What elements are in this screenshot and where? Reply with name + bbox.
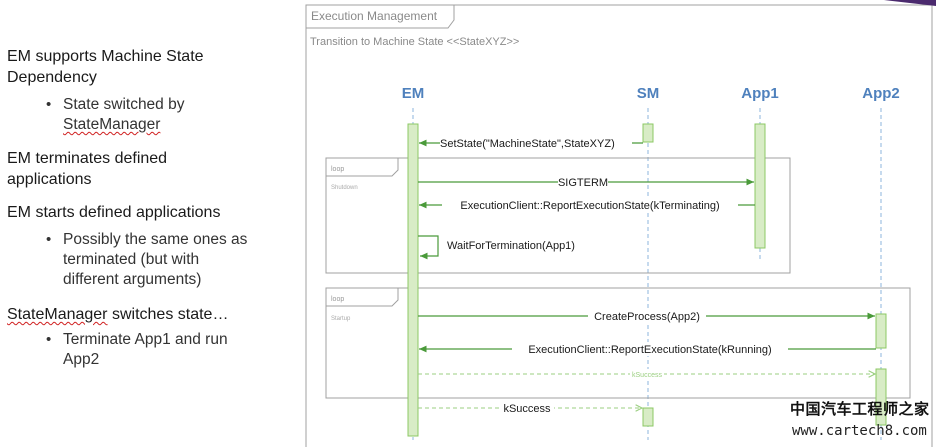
bullet-em-machine-state: EM supports Machine State Dependency bbox=[7, 46, 204, 88]
message-label-ksuccess-small: kSuccess bbox=[632, 372, 662, 379]
bullet-text: StateManager bbox=[7, 306, 108, 323]
lifeline-label-em: EM bbox=[402, 85, 425, 102]
activation-app1 bbox=[754, 123, 766, 249]
activation-em bbox=[407, 123, 419, 437]
label-bg bbox=[500, 401, 554, 415]
message-label-ksuccess: kSuccess bbox=[503, 403, 551, 415]
loop-operator: loop bbox=[331, 296, 344, 303]
bullet-panel: EM supports Machine State Dependency • S… bbox=[0, 0, 300, 447]
bullet-statemanager-switches: StateManager switches state… bbox=[7, 304, 228, 325]
sub-bullet-text: StateManager bbox=[63, 116, 161, 133]
lifeline-label-sm: SM bbox=[637, 85, 660, 102]
bullet-text: EM supports Machine State bbox=[7, 48, 204, 65]
sub-bullet-text: terminated (but with bbox=[63, 251, 200, 268]
activation-sm-1 bbox=[642, 123, 654, 143]
bullet-em-terminates: EM terminates defined applications bbox=[7, 148, 167, 190]
sub-bullet-dot: • bbox=[46, 331, 52, 348]
sub-bullet-terminate-app1: Terminate App1 and run App2 bbox=[63, 330, 228, 370]
sub-bullet-possibly-same: Possibly the same ones as terminated (bu… bbox=[63, 230, 247, 290]
lifeline-label-app2: App2 bbox=[862, 85, 900, 102]
bullet-text: EM terminates defined bbox=[7, 150, 168, 167]
loop-fragment-shutdown bbox=[325, 157, 791, 274]
lifeline-label-app1: App1 bbox=[741, 85, 779, 102]
sub-bullet-dot: • bbox=[46, 96, 52, 113]
bullet-text: EM starts defined applications bbox=[7, 204, 221, 221]
label-bg bbox=[558, 175, 608, 189]
frame-title-tab bbox=[306, 5, 455, 29]
label-bg bbox=[440, 136, 632, 150]
message-label-create-process: CreateProcess(App2) bbox=[594, 311, 700, 323]
bullet-text: applications bbox=[7, 171, 92, 188]
message-label-report-terminating: ExecutionClient::ReportExecutionState(kT… bbox=[460, 200, 719, 212]
activation-sm-2 bbox=[642, 407, 654, 427]
watermark-chinese: 中国汽车工程师之家 bbox=[790, 400, 930, 418]
bullet-text: switches state… bbox=[107, 306, 229, 323]
sub-bullet-dot: • bbox=[46, 231, 52, 248]
watermark-url: www.cartech8.com bbox=[792, 423, 927, 439]
loop-tab bbox=[326, 288, 399, 307]
message-label-sigterm: SIGTERM bbox=[558, 177, 608, 189]
label-bg bbox=[588, 309, 706, 323]
message-wait-self bbox=[418, 235, 439, 260]
bullet-text: Dependency bbox=[7, 69, 97, 86]
message-label-report-running: ExecutionClient::ReportExecutionState(kR… bbox=[528, 344, 771, 356]
message-label-wait: WaitForTermination(App1) bbox=[447, 240, 575, 252]
loop-guard: Shutdown bbox=[331, 185, 358, 191]
loop-operator: loop bbox=[331, 166, 344, 173]
activation-app2-2 bbox=[875, 368, 887, 426]
frame-subtitle: Transition to Machine State <<StateXYZ>> bbox=[310, 36, 519, 48]
sub-bullet-text: State switched by bbox=[63, 96, 185, 113]
bullet-em-starts: EM starts defined applications bbox=[7, 202, 220, 223]
label-bg bbox=[630, 369, 664, 379]
corner-accent bbox=[884, 0, 936, 6]
diagram-frame bbox=[305, 4, 933, 447]
activation-app2-1 bbox=[875, 313, 887, 349]
label-bg bbox=[442, 198, 738, 212]
sub-bullet-text: App2 bbox=[63, 351, 100, 368]
label-bg bbox=[512, 342, 788, 356]
message-label-setstate: SetState("MachineState",StateXYZ) bbox=[440, 138, 615, 150]
loop-fragment-startup bbox=[325, 287, 911, 399]
sub-bullet-text: Terminate App1 and run bbox=[63, 331, 228, 348]
sub-bullet-text: Possibly the same ones as bbox=[63, 231, 248, 248]
frame-title: Execution Management bbox=[311, 9, 438, 23]
sub-bullet-state-switched: State switched by StateManager bbox=[63, 95, 184, 135]
sub-bullet-text: different arguments) bbox=[63, 271, 202, 288]
loop-tab bbox=[326, 158, 399, 177]
loop-guard: Startup bbox=[331, 316, 351, 322]
